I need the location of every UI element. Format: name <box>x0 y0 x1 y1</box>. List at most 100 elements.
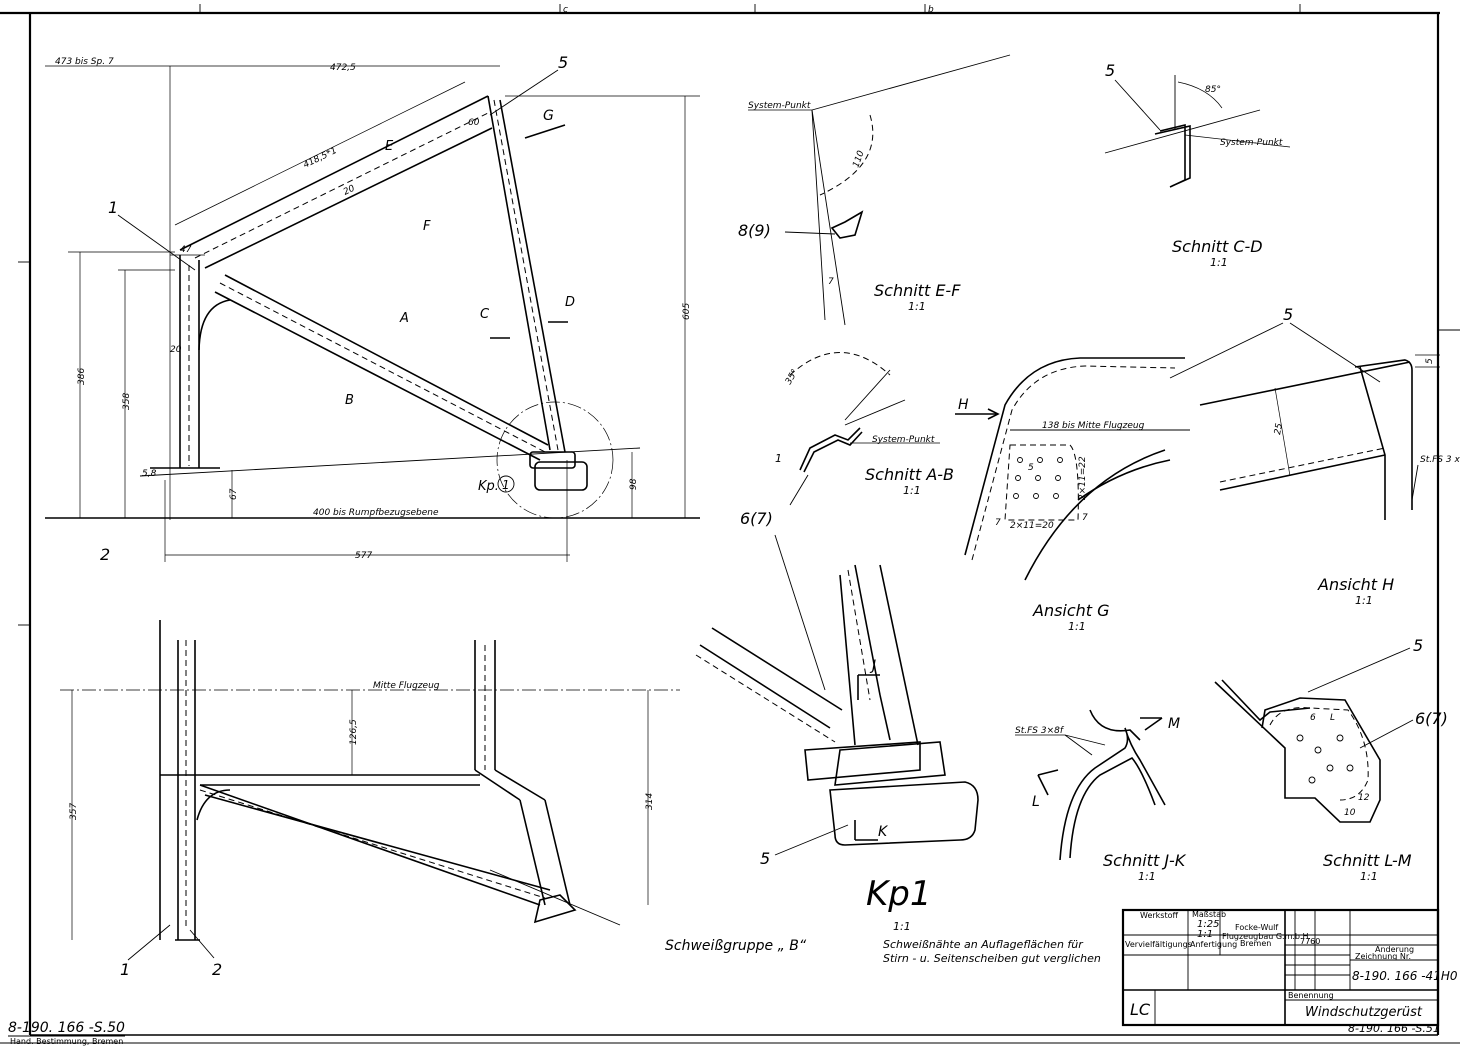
kp1-title: Kp1 <box>866 874 932 914</box>
tb-drawing-number: 8-190. 166 -41H0 <box>1352 969 1458 983</box>
section-a-b: 35° System-Punkt 1 6(7) Schnitt A-B 1:1 <box>740 352 954 528</box>
bottom-part-label-2: 2 <box>212 960 222 979</box>
drawing-frame: c b 8-190. 166 -S.50 Hand. Bestimmung, B… <box>0 4 1460 1046</box>
g-dim-d: 7 <box>1082 513 1088 523</box>
part-label-2: 2 <box>100 545 110 564</box>
ef-title: Schnitt E-F <box>874 281 961 300</box>
cd-part-label: 5 <box>1105 61 1115 80</box>
tb-zeichnung: Zeichnung Nr. <box>1355 952 1411 961</box>
section-mark-C: C <box>480 307 490 322</box>
detail-kp1: J K 5 Kp1 1:1 Schweißnähte an Auflageflä… <box>695 534 1101 965</box>
detail-kp-label: Kp. <box>478 479 499 494</box>
h-stfs: St.FS 3 x <box>1420 455 1460 465</box>
dim-358: 358 <box>122 393 132 410</box>
ab-title: Schnitt A-B <box>865 465 954 484</box>
ef-system-point: System-Punkt <box>748 101 811 111</box>
lm-scale: 1:1 <box>1360 870 1378 883</box>
kp1-note-line2: Stirn - u. Seitenscheiben gut verglichen <box>883 952 1101 965</box>
dim-60: 60 <box>468 118 480 128</box>
ef-dim-110: 110 <box>851 149 866 169</box>
ef-dim-7: 7 <box>828 277 834 287</box>
tb-title: Windschutzgerüst <box>1305 1005 1423 1020</box>
dim-47: 47 <box>180 245 192 255</box>
dim-386: 386 <box>77 368 87 385</box>
dim-605: 605 <box>682 303 692 320</box>
kp1-part-label: 5 <box>760 849 770 868</box>
dim-472-5: 472,5 <box>330 63 356 73</box>
part-label-1: 1 <box>108 198 118 217</box>
tb-scale-2: 1:1 <box>1197 929 1213 940</box>
tb-7760: 7760 <box>1300 937 1320 946</box>
h-dim-5: 5 <box>1425 358 1435 364</box>
cd-scale: 1:1 <box>1210 256 1228 269</box>
kp1-note-line1: Schweißnähte an Auflageflächen für <box>883 938 1084 951</box>
lm-title: Schnitt L-M <box>1323 851 1412 870</box>
g-dim-e: 5 <box>1028 463 1034 473</box>
tb-werkstoff: Werkstoff <box>1140 911 1178 920</box>
g-view-arrow: H <box>958 397 969 413</box>
dim-20-post: 20 <box>170 345 182 355</box>
view-arrow-G: G <box>543 108 554 124</box>
jk-section-L: L <box>1032 794 1040 810</box>
section-e-f: System-Punkt 110 8(9) 7 Schnitt E-F 1:1 <box>738 54 1011 326</box>
lm-part-label-5: 5 <box>1413 636 1423 655</box>
section-l-m: 5 6 L 6(7) 12 10 Schnitt L-M 1:1 <box>1214 636 1448 883</box>
tb-company-2: Flugzeugbau G.m.b.H. <box>1222 932 1311 941</box>
part-label-5: 5 <box>558 53 568 72</box>
dim-473: 473 bis Sp. 7 <box>55 57 114 67</box>
frame-zone-b: b <box>928 5 934 15</box>
title-block: Werkstoff Maßstab 1:25 1:1 Focke-Wulf Fl… <box>1121 908 1458 1035</box>
dim-577: 577 <box>355 551 372 561</box>
frame-zone-c: c <box>563 5 568 15</box>
tb-scale-1: 1:25 <box>1197 919 1219 930</box>
view-g: H 138 bis Mitte Flugzeug 2×11=22 2×11=20… <box>955 357 1190 633</box>
jk-scale: 1:1 <box>1138 870 1156 883</box>
cd-angle: 85° <box>1205 85 1221 95</box>
bottom-part-label-1: 1 <box>120 960 130 979</box>
section-mark-E: E <box>385 139 394 154</box>
main-side-view: Kp. 1 473 bis Sp. 7 472,5 418,5*1 60 20 … <box>45 53 700 564</box>
h-title: Ansicht H <box>1317 575 1394 594</box>
jk-stfs: St.FS 3×8f <box>1015 726 1065 736</box>
ab-system-point: System-Punkt <box>872 435 935 445</box>
ef-scale: 1:1 <box>908 300 926 313</box>
section-mark-F: F <box>423 219 431 234</box>
ab-mark: 1 <box>775 452 782 465</box>
g-dim-138: 138 bis Mitte Flugzeug <box>1042 421 1145 431</box>
detail-kp-number: 1 <box>502 478 510 492</box>
tb-massstab-label: Maßstab <box>1192 910 1226 919</box>
ab-scale: 1:1 <box>903 484 921 497</box>
weld-group-caption: Schweißgruppe „ B“ <box>665 938 807 954</box>
section-j-k: St.FS 3×8f M L Schnitt J-K 1:1 <box>1015 709 1187 883</box>
dim-67: 67 <box>229 488 239 500</box>
dim-126-5: 126,5 <box>349 719 359 745</box>
ab-part-label: 6(7) <box>740 509 773 528</box>
section-mark-A: A <box>399 311 409 326</box>
tb-company-1: Focke-Wulf <box>1235 923 1278 932</box>
g-dim-b: 2×11=20 <box>1010 521 1054 531</box>
g-scale: 1:1 <box>1068 620 1086 633</box>
dim-20-top: 20 <box>342 184 357 198</box>
tb-lc: LC <box>1130 1000 1151 1019</box>
section-mark-B: B <box>345 393 354 408</box>
g-dim-a: 2×11=22 <box>1078 456 1088 500</box>
dim-314: 314 <box>645 793 655 810</box>
tb-aenderung: Änderung <box>1375 944 1414 954</box>
dim-418: 418,5*1 <box>302 146 339 171</box>
cd-title: Schnitt C-D <box>1172 237 1263 256</box>
tb-company-3: Bremen <box>1240 939 1271 948</box>
tb-vervielf: Vervielfältigungs <box>1125 940 1192 949</box>
lm-dim-10: 10 <box>1344 808 1356 818</box>
h-part-label: 5 <box>1283 305 1293 324</box>
g-dim-c: 7 <box>995 518 1001 528</box>
h-scale: 1:1 <box>1355 594 1373 607</box>
tb-bottom-number: 8-190. 166 -S.51 <box>1348 1022 1440 1035</box>
lm-mark-L: L <box>1330 713 1335 723</box>
ef-part-label: 8(9) <box>738 221 771 240</box>
view-h: 5 25 5 St.FS 3 x Ansicht H 1:1 <box>1169 305 1460 607</box>
lm-dim-6: 6 <box>1310 713 1316 723</box>
section-c-d: 5 85° System-Punkt Schnitt C-D 1:1 <box>1104 61 1291 269</box>
dim-98: 98 <box>629 478 639 490</box>
dim-5-8: 5,8 <box>142 469 157 479</box>
